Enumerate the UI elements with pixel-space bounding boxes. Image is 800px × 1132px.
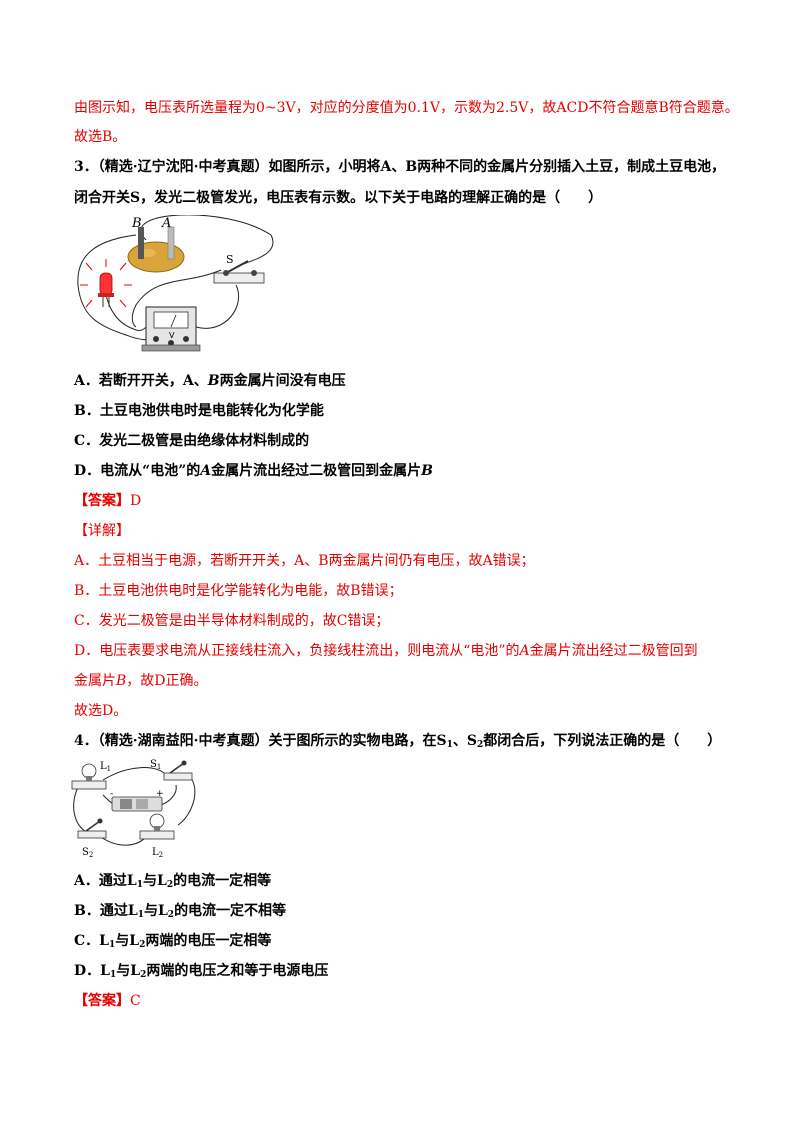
- battery-plus: +: [156, 789, 164, 799]
- label-s: S: [226, 253, 234, 266]
- q4-answer: 【答案】C: [74, 991, 141, 1011]
- label-b: B: [131, 216, 142, 231]
- q4-option-b: B．通过L1与L2的电流一定不相等: [74, 903, 287, 920]
- explanation-text: 由图示知，电压表所选量程为0~3V，对应的分度值为0.1V，示数为2.5V，故A…: [74, 100, 739, 116]
- bulb-l1-icon: [71, 763, 107, 790]
- q3-answer: 【答案】D: [74, 491, 141, 511]
- meter-v-label: V: [169, 331, 175, 340]
- q3-option-b: B．土豆电池供电时是电能转化为化学能: [74, 403, 324, 419]
- switch-s2-icon: [77, 818, 107, 839]
- question-3-stem-line1: 3．（精选·辽宁沈阳·中考真题）如图所示，小明将A、B两种不同的金属片分别插入土…: [74, 159, 726, 175]
- label-l1: L1: [100, 761, 111, 773]
- voltmeter-icon: V: [141, 306, 201, 352]
- q3-detail-b: B．土豆电池供电时是化学能转化为电能，故B错误；: [74, 583, 403, 599]
- answer-label: 【答案】: [74, 993, 130, 1009]
- q3-conclusion: 故选D。: [74, 703, 128, 719]
- q3-option-a: A．若断开开关，A、B两金属片间没有电压: [74, 373, 346, 389]
- q4-option-d: D．L1与L2两端的电压之和等于电源电压: [74, 963, 329, 980]
- label-s2: S2: [82, 847, 93, 859]
- q3-detail-label: 【详解】: [74, 523, 130, 539]
- label-s1: S1: [150, 759, 161, 771]
- q3-option-c: C．发光二极管是由绝缘体材料制成的: [74, 433, 310, 449]
- battery-minus: -: [110, 789, 113, 799]
- q4-option-a: A．通过L1与L2的电流一定相等: [74, 873, 272, 890]
- q3-detail-d-line2: 金属片B，故D正确。: [74, 673, 208, 689]
- q3-detail-c: C．发光二极管是由半导体材料制成的，故C错误；: [74, 613, 390, 629]
- conclusion-text: 故选B。: [74, 129, 127, 145]
- q3-detail-d-line1: D．电压表要求电流从正接线柱流入，负接线柱流出，则电流从“电池”的A金属片流出经…: [74, 643, 698, 659]
- battery-icon: + -: [110, 789, 164, 812]
- bulb-l2-icon: [139, 813, 175, 840]
- q3-detail-a: A．土豆相当于电源，若断开开关，A、B两金属片间仍有电压，故A错误；: [74, 553, 535, 569]
- question-4-stem: 4．（精选·湖南益阳·中考真题）关于图所示的实物电路，在S1、S2都闭合后，下列…: [74, 733, 722, 750]
- switch-s1-icon: [163, 760, 193, 781]
- answer-label: 【答案】: [74, 493, 130, 509]
- label-a: A: [161, 216, 171, 231]
- switch-icon: S: [213, 253, 265, 284]
- answer-value: C: [130, 993, 141, 1009]
- led-icon: [80, 259, 132, 308]
- label-l2: L2: [152, 847, 163, 859]
- potato-shape: [127, 241, 185, 273]
- metal-plate-b: [138, 227, 144, 259]
- q3-option-d: D．电流从“电池”的A金属片流出经过二极管回到金属片B: [74, 463, 433, 479]
- answer-value: D: [130, 493, 142, 509]
- series-circuit-figure: L1 S1 + - S2 L2: [71, 759, 196, 859]
- q4-option-c: C．L1与L2两端的电压一定相等: [74, 933, 272, 950]
- potato-battery-circuit-figure: B A S V: [77, 215, 274, 352]
- question-3-stem-line2: 闭合开关S，发光二极管发光，电压表有示数。以下关于电路的理解正确的是（ ）: [74, 190, 603, 206]
- metal-plate-a: [167, 226, 175, 260]
